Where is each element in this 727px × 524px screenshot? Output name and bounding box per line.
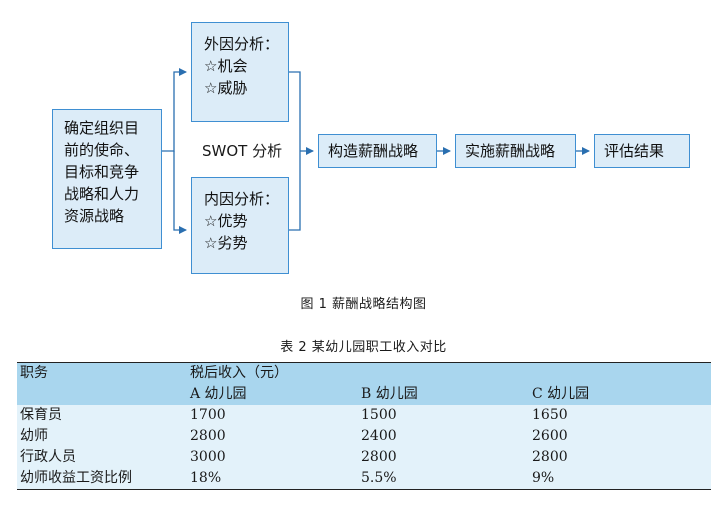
- swot-label: SWOT 分析: [202, 142, 283, 160]
- internal-analysis-box: 内因分析： ☆优势 ☆劣势: [191, 177, 289, 274]
- subheader-b: B 幼儿园: [358, 384, 529, 405]
- mission-line: 战略和人力: [64, 185, 140, 203]
- arrow-to-internal: [173, 151, 187, 234]
- table-cell: 保育员: [17, 405, 187, 426]
- subheader-c: C 幼儿园: [529, 384, 711, 405]
- external-item: ☆机会: [204, 57, 248, 75]
- evaluate-results-label: 评估结果: [604, 142, 665, 160]
- table-cell: 1650: [529, 405, 711, 426]
- mission-line: 资源战略: [64, 207, 125, 225]
- table-cell: 2800: [529, 447, 711, 468]
- mission-box: 确定组织目 前的使命、 目标和竞争 战略和人力 资源战略: [52, 109, 162, 249]
- table-cell: 幼师收益工资比例: [17, 468, 187, 490]
- external-title: 外因分析：: [204, 35, 280, 53]
- construct-strategy-box: 构造薪酬战略: [318, 134, 437, 168]
- implement-strategy-label: 实施薪酬战略: [465, 142, 556, 160]
- mission-line: 目标和竞争: [64, 163, 140, 181]
- table-caption: 表 2 某幼儿园职工收入对比: [280, 340, 447, 355]
- table-cell: 行政人员: [17, 447, 187, 468]
- table-cell: 1700: [187, 405, 358, 426]
- table-cell: 幼师: [17, 426, 187, 447]
- table-cell: 2800: [358, 447, 529, 468]
- mission-line: 确定组织目: [64, 119, 140, 137]
- internal-item: ☆劣势: [204, 234, 248, 252]
- external-analysis-box: 外因分析： ☆机会 ☆威胁: [191, 22, 289, 122]
- diagram-connectors: [162, 68, 590, 234]
- arrow-to-external: [162, 68, 187, 152]
- table-cell: 1500: [358, 405, 529, 426]
- table-subheader-row: A 幼儿园 B 幼儿园 C 幼儿园: [17, 384, 711, 405]
- table-row: 保育员 1700 1500 1650: [17, 405, 711, 426]
- construct-strategy-label: 构造薪酬战略: [328, 142, 419, 160]
- internal-title: 内因分析：: [204, 190, 280, 208]
- implement-strategy-box: 实施薪酬战略: [455, 134, 576, 168]
- table-cell: 5.5%: [358, 468, 529, 490]
- table-cell: 3000: [187, 447, 358, 468]
- table-cell: 2800: [187, 426, 358, 447]
- merge-bracket: [289, 71, 301, 231]
- table-header-row: 职务 税后收入（元）: [17, 362, 711, 384]
- external-item: ☆威胁: [204, 79, 248, 97]
- evaluate-results-box: 评估结果: [594, 134, 690, 168]
- table-row: 幼师 2800 2400 2600: [17, 426, 711, 447]
- income-comparison-table: 职务 税后收入（元） A 幼儿园 B 幼儿园 C 幼儿园 保育员 1700 15…: [17, 362, 711, 490]
- table-cell: 9%: [529, 468, 711, 490]
- mission-line: 前的使命、: [64, 141, 140, 159]
- table-cell: 2400: [358, 426, 529, 447]
- header-job: 职务: [17, 362, 187, 384]
- table-row: 行政人员 3000 2800 2800: [17, 447, 711, 468]
- header-income: 税后收入（元）: [187, 362, 711, 384]
- internal-item: ☆优势: [204, 212, 248, 230]
- table-row: 幼师收益工资比例 18% 5.5% 9%: [17, 468, 711, 490]
- salary-strategy-diagram: 确定组织目 前的使命、 目标和竞争 战略和人力 资源战略 外因分析： ☆机会 ☆…: [52, 22, 690, 274]
- table-cell: 2600: [529, 426, 711, 447]
- table-cell: 18%: [187, 468, 358, 490]
- subheader-a: A 幼儿园: [187, 384, 358, 405]
- figure-caption: 图 1 薪酬战略结构图: [300, 297, 427, 312]
